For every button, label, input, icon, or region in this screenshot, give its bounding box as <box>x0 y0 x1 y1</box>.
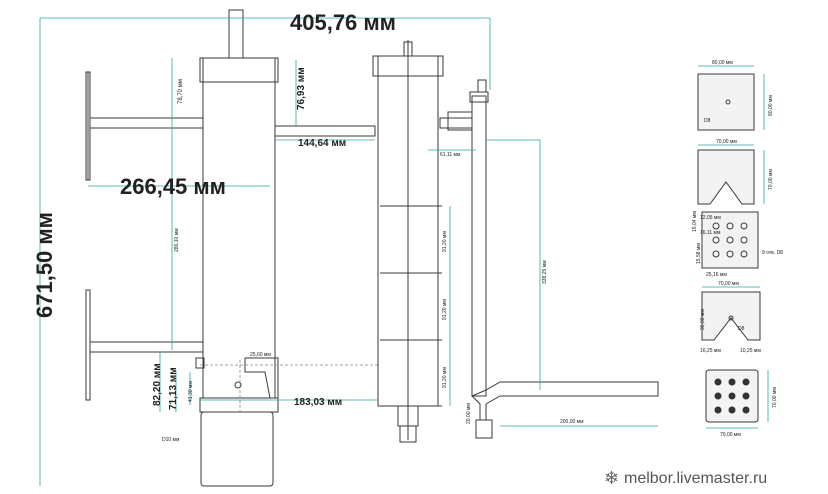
top-stub-pipe <box>228 9 244 59</box>
arm-length-label: 266,45 мм <box>120 174 226 199</box>
bottom-183-label: 183,03 мм <box>294 397 342 408</box>
right-connector <box>447 111 473 131</box>
bottom-25-label: 25,60 мм <box>250 352 271 358</box>
plate-1-width: 80,00 мм <box>712 60 733 66</box>
watermark-text: melbor.livemaster.ru <box>624 470 767 487</box>
cap-78-label: 78,70 мм <box>178 79 184 104</box>
gap-b-label: 91,20 мм <box>442 299 448 320</box>
rail-338-label: 338,25 мм <box>542 260 548 284</box>
hole-d10-label: D10 мм <box>162 437 180 443</box>
plate-2-height: 70,00 мм <box>768 169 774 190</box>
plate-4-width: 70,00 мм <box>718 281 739 287</box>
plate-1-height: 80,00 мм <box>768 95 774 116</box>
plate-3-a: 15,04 мм <box>692 211 698 232</box>
plate-3-holes <box>712 222 748 258</box>
dimension-lines <box>39 17 658 486</box>
right-link-arm <box>274 125 376 137</box>
offset-144-label: 144,64 мм <box>298 138 346 149</box>
plate-4-hole <box>728 315 734 321</box>
gap-c-label: 91,20 мм <box>442 367 448 388</box>
bottom-nut <box>399 425 417 443</box>
lower-arm <box>89 341 204 353</box>
detail-plates: 80,00 мм 80,00 мм D8 70,00 мм 70,00 мм 1… <box>692 60 783 438</box>
plate-4-hole-label: D8 <box>738 326 745 332</box>
plate-5-width: 70,00 мм <box>720 432 741 438</box>
plate-5-holes <box>714 378 750 414</box>
left-assembly <box>85 9 380 487</box>
gap-a-label: 91,20 мм <box>442 231 448 252</box>
lower-wall-plate <box>85 289 91 401</box>
plate-1-hole <box>725 99 731 105</box>
plate-2-width: 70,00 мм <box>716 139 737 145</box>
column-height-label: 286,10 мм <box>174 228 180 252</box>
lower-bracket <box>244 357 279 399</box>
d10-hole <box>234 381 242 389</box>
right-bottom-nut <box>475 419 493 439</box>
plate-3-e: 25,16 мм <box>706 272 727 278</box>
right-tube-cap <box>469 91 489 103</box>
bottom-box <box>200 411 274 487</box>
plate-3-d: 15,58 мм <box>696 243 702 264</box>
bottom-71-label: 71,13 мм <box>168 367 179 410</box>
plate-3-c: 16,11 мм <box>700 230 721 236</box>
plate-1-hole-label: D8 <box>704 118 711 124</box>
column-top-cap <box>199 57 279 83</box>
plate-4-height: 36,00 мм <box>700 309 706 330</box>
rod-top-nut <box>403 41 413 57</box>
plate-2 <box>697 149 755 205</box>
plate-5-height: 70,00 мм <box>772 387 778 408</box>
middle-side-arm <box>439 117 473 129</box>
watermark: ❄ melbor.livemaster.ru <box>604 468 767 489</box>
base-200-label: 200,00 мм <box>560 419 584 425</box>
plate-3-b: 12,05 мм <box>700 215 721 221</box>
gap-20-label: 20,00 мм <box>466 403 472 424</box>
right-assembly <box>447 79 659 439</box>
main-column <box>202 57 276 399</box>
plate-3-holes-label: 9 отв. D8 <box>762 250 783 256</box>
snowflake-icon: ❄ <box>604 468 619 489</box>
cap-76-label: 76,93 мм <box>296 67 307 110</box>
plate-4-a: 16,25 мм <box>700 348 721 354</box>
plate-3 <box>701 211 759 269</box>
bottom-41-label: 41,30 мм <box>188 381 194 402</box>
overall-height-label: 671,50 мм <box>32 212 57 318</box>
plate-4-b: 10,25 мм <box>740 348 761 354</box>
bolt-head <box>195 357 205 369</box>
middle-assembly <box>372 40 473 443</box>
right-tube <box>471 95 487 397</box>
tube-61-label: 61,11 мм <box>440 152 461 158</box>
right-tube-top <box>477 79 487 93</box>
bottom-82-label: 82,20 мм <box>152 363 163 406</box>
bottom-rail <box>471 381 659 421</box>
upper-arm <box>89 117 204 129</box>
overall-width-label: 405,76 мм <box>290 10 396 35</box>
